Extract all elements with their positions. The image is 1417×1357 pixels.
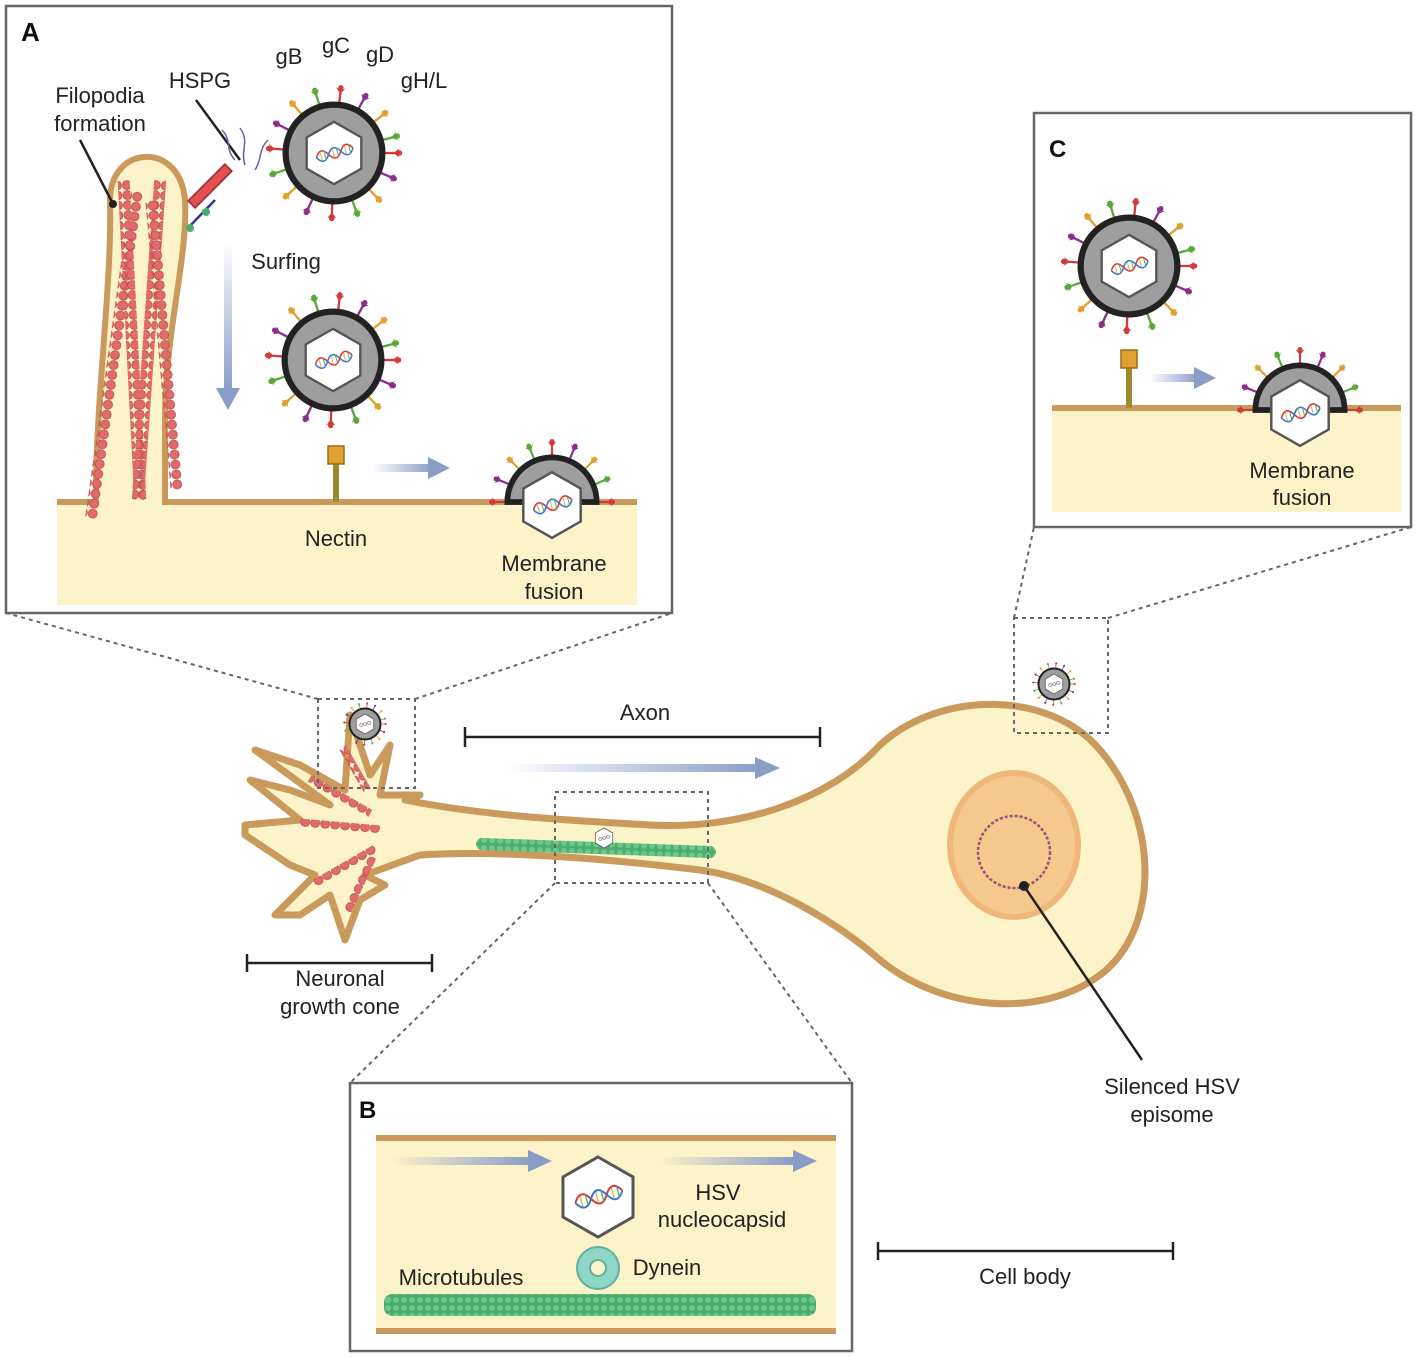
zoom-boxes — [5, 526, 1412, 1084]
panel-a-membrane — [57, 153, 637, 505]
axon-label: Axon — [620, 700, 670, 725]
cell-body-scale: Cell body — [876, 1242, 1175, 1289]
filopodia-actin — [85, 179, 183, 520]
panel-b-microtubule — [384, 1294, 816, 1316]
dynein-motor — [576, 1246, 620, 1290]
surfing-label: Surfing — [251, 249, 321, 274]
nucleocapsid-label-1: HSV — [695, 1180, 741, 1205]
panel-c-letter: C — [1049, 136, 1066, 163]
panel-c-fusing-virion — [1235, 345, 1365, 446]
axon-microtubule — [476, 838, 716, 858]
episome-label-2: episome — [1130, 1102, 1213, 1127]
episome-label-1: Silenced HSV — [1104, 1074, 1240, 1099]
growth-cone-actin — [299, 745, 381, 913]
growth-cone-label-1: Neuronal — [295, 966, 384, 991]
filopodia-label-1: Filopodia — [55, 83, 145, 108]
growth-cone-label-2: growth cone — [280, 994, 400, 1019]
nucleocapsid-label-2: nucleocapsid — [658, 1207, 786, 1232]
panel-c-fusion-label-2: fusion — [1273, 485, 1332, 510]
glycoprotein-ghl: gH/L — [401, 68, 447, 93]
panel-c: C Membrane fusion — [1032, 111, 1413, 529]
microtubules-label: Microtubules — [399, 1265, 524, 1290]
episome-callout: Silenced HSV episome — [1019, 881, 1240, 1127]
cell-body-label: Cell body — [979, 1264, 1071, 1289]
mini-virion-cell-body — [1032, 662, 1076, 706]
glycoprotein-gb: gB — [276, 44, 303, 69]
panel-c-fusion-label-1: Membrane — [1249, 458, 1354, 483]
panel-a-fusion-label-2: fusion — [525, 579, 584, 604]
hspg-label: HSPG — [169, 68, 231, 93]
panel-b: B HSV nucleocapsid Dynein Microtubules — [348, 1081, 854, 1353]
filopodia-label-2: formation — [54, 111, 146, 136]
panel-a: A Filopodia formation HSPG gB gC gD — [4, 4, 674, 615]
neuron — [241, 662, 1149, 1008]
hspg-receptor — [186, 127, 269, 232]
nectin-receptor — [327, 445, 345, 502]
virion-fusing — [487, 437, 617, 538]
panel-a-fusion-label-1: Membrane — [501, 551, 606, 576]
nectin-label: Nectin — [305, 526, 367, 551]
growth-cone-scale: Neuronal growth cone — [245, 954, 434, 1019]
glycoprotein-gd: gD — [366, 42, 394, 67]
panel-a-letter: A — [21, 17, 40, 47]
glycoprotein-gc: gC — [322, 33, 350, 58]
nucleus — [947, 770, 1081, 920]
panel-c-nectin — [1120, 349, 1138, 408]
axon-transport-arrow — [505, 757, 780, 779]
dynein-label: Dynein — [633, 1255, 701, 1280]
panel-b-letter: B — [359, 1097, 376, 1124]
axon-scale: Axon — [463, 700, 822, 747]
